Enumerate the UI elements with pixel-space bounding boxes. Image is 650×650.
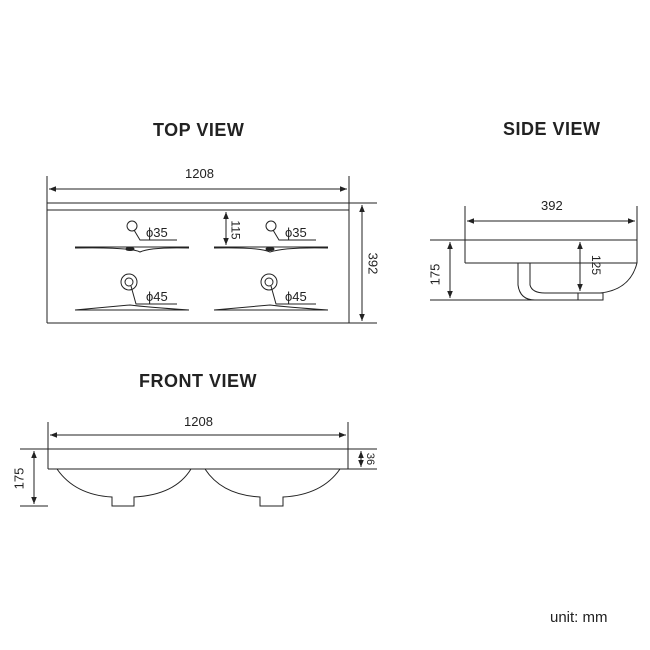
- front-view-width-label: 1208: [184, 414, 213, 429]
- top-view-title: TOP VIEW: [153, 120, 245, 140]
- front-view-height-label: 175: [11, 467, 27, 490]
- hole-label-3: ϕ45: [146, 289, 168, 304]
- side-view-depth-label: 392: [541, 198, 563, 213]
- hole-label-4: ϕ45: [285, 289, 307, 304]
- unit-label: unit: mm: [550, 609, 608, 626]
- top-view-width-label: 1208: [185, 166, 214, 181]
- side-view-title: SIDE VIEW: [503, 119, 601, 139]
- hole-label-1: ϕ35: [146, 225, 168, 240]
- top-view-depth-label: 392: [365, 252, 381, 275]
- top-view-drawing: [46, 176, 377, 324]
- front-view-title: FRONT VIEW: [139, 371, 257, 391]
- hole-label-2: ϕ35: [285, 225, 307, 240]
- front-view-rim-label: 36: [364, 452, 377, 466]
- side-view-bowl-depth-label: 125: [589, 254, 604, 276]
- front-view-drawing: [20, 422, 377, 507]
- side-view-height-label: 175: [427, 263, 443, 286]
- top-view-offset-label: 115: [228, 220, 243, 240]
- side-view-drawing: [430, 206, 638, 301]
